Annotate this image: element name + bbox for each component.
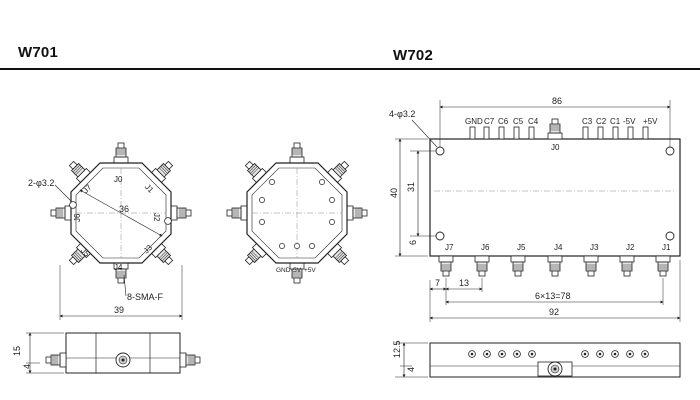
w701-side-view: 15 4 xyxy=(12,332,201,374)
w702-port-j4: J4 xyxy=(554,243,563,252)
w702-dim-pitch: 13 xyxy=(459,278,469,288)
w702-label-c1: C1 xyxy=(610,117,621,126)
w702-port-j2: J2 xyxy=(626,243,635,252)
w701-port-j0: J0 xyxy=(114,175,123,184)
header-divider xyxy=(0,68,700,70)
w701-diag-dim: 36 xyxy=(119,204,129,214)
w702-label-c5: C5 xyxy=(513,117,524,126)
w702-label-c4: C4 xyxy=(528,117,539,126)
w702-top-view: 4-φ3.2 J0 GND C7 C6 C5 C4 C3 C2 C1 -5V +… xyxy=(389,96,681,322)
w701-port-j4: J4 xyxy=(114,263,123,272)
w702-dim-hole-span: 31 xyxy=(406,182,416,192)
w701-width-dim: 39 xyxy=(114,305,124,315)
w701-hole-note: 2-φ3.2 xyxy=(28,178,54,188)
w701-port-j6: J6 xyxy=(73,213,82,222)
w702-port-j3: J3 xyxy=(590,243,599,252)
w702-label-c7: C7 xyxy=(484,117,495,126)
w702-port-j1: J1 xyxy=(662,243,671,252)
w702-label-c2: C2 xyxy=(596,117,607,126)
w702-hole-note: 4-φ3.2 xyxy=(389,109,415,119)
w702-dim-hole-offset: 6 xyxy=(408,240,418,245)
w702-side-view: 12.5 4 xyxy=(392,340,681,378)
w702-port-j6: J6 xyxy=(481,243,490,252)
w702-dim-first-pitch: 7 xyxy=(435,278,440,288)
w701-connector-note: 8-SMA-F xyxy=(127,292,164,302)
w702-port-j7: J7 xyxy=(445,243,454,252)
w701-back-neg5v: -5V xyxy=(291,267,302,274)
w702-label-c3: C3 xyxy=(582,117,593,126)
w702-port-j5: J5 xyxy=(517,243,526,252)
w702-dim-pitch-total: 6×13=78 xyxy=(535,291,571,301)
w701-title: W701 xyxy=(18,44,58,61)
w702-label-pos5v: +5V xyxy=(643,117,658,126)
w701-front-view: 36 2-φ3.2 J0 J1 J2 J3 J4 J5 J6 J7 8-SMA-… xyxy=(28,142,192,320)
w702-label-c6: C6 xyxy=(498,117,509,126)
w701-base-dim: 4 xyxy=(22,364,32,369)
w701-back-gnd: GND xyxy=(276,267,291,274)
w701-port-j2: J2 xyxy=(152,213,161,222)
w702-title: W702 xyxy=(393,47,433,64)
w702-label-neg5v: -5V xyxy=(623,117,636,126)
w701-back-view: GND -5V +5V xyxy=(226,142,368,284)
w702-dim-overall: 92 xyxy=(549,307,559,317)
w702-dim-width-top: 86 xyxy=(552,96,562,106)
w702-dim-height: 40 xyxy=(389,188,399,198)
w701-height-dim: 15 xyxy=(12,346,22,356)
w702-dim-side-base: 4 xyxy=(406,367,416,372)
w702-port-j0: J0 xyxy=(551,143,560,152)
w702-label-gnd: GND xyxy=(465,117,483,126)
w702-dim-side-height: 12.5 xyxy=(392,340,402,358)
w701-back-pos5v: +5V xyxy=(304,267,316,274)
